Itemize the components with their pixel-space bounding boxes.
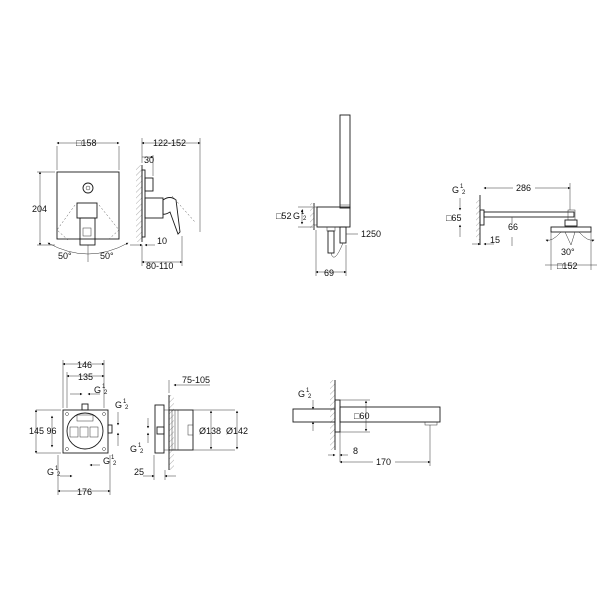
dim-d142: Ø142	[226, 426, 248, 436]
dim-69: 69	[324, 268, 334, 278]
svg-text:2: 2	[57, 472, 61, 478]
rough-in-front-view: 146 135 G 1 2 G 1 2 145 96 G 1 2 G 1 2 1…	[29, 360, 129, 497]
dim-65: □65	[446, 213, 461, 223]
svg-text:1: 1	[306, 388, 310, 394]
dim-range: 80-110	[146, 261, 173, 271]
dim-170: 170	[376, 457, 391, 467]
dim-head: □152	[557, 261, 577, 271]
dim-angle: 30°	[561, 247, 575, 257]
dim-25: 25	[134, 467, 144, 477]
dim-heights: 145 96	[29, 426, 57, 436]
dim-135: 135	[78, 372, 93, 382]
svg-text:1: 1	[138, 443, 142, 449]
svg-text:2: 2	[308, 394, 312, 400]
dim-total: 122-152	[153, 138, 186, 148]
thread-top: G	[94, 385, 101, 395]
svg-text:1: 1	[301, 210, 305, 216]
dim-30: 30	[144, 155, 154, 165]
svg-text:1: 1	[460, 184, 464, 190]
dim-176: 176	[77, 487, 92, 497]
thread-bottom-left: G	[47, 467, 54, 477]
svg-text:1: 1	[111, 455, 115, 461]
thread-right: G	[115, 400, 122, 410]
mixer-side-view: 122-152 30 10 80-110	[130, 138, 201, 271]
thread-bottom-right: G	[103, 456, 110, 466]
dim-length: 286	[516, 183, 531, 193]
dim-15: 15	[490, 235, 500, 245]
thread-label: G	[293, 211, 300, 221]
dim-10: 10	[157, 236, 167, 246]
dim-8: 8	[353, 446, 358, 456]
dim-66: 66	[508, 222, 518, 232]
mixer-front-view: □158 204 50° 50°	[32, 138, 129, 262]
svg-text:2: 2	[303, 216, 307, 222]
dim-depth: 75-105	[182, 375, 210, 385]
svg-text:1: 1	[123, 399, 127, 405]
svg-text:2: 2	[140, 449, 144, 455]
dim-angle-left: 50°	[58, 251, 72, 261]
dim-52: □52	[276, 211, 291, 221]
svg-text:1: 1	[102, 384, 106, 390]
hand-shower-view: □52 G 1 2 1250 69	[276, 114, 381, 278]
svg-text:2: 2	[462, 190, 466, 196]
dim-d138: Ø138	[199, 426, 221, 436]
dim-width: □158	[76, 138, 96, 148]
dim-146: 146	[77, 360, 92, 370]
dim-hose: 1250	[361, 229, 381, 239]
svg-text:1: 1	[55, 466, 59, 472]
svg-text:2: 2	[125, 405, 129, 411]
dim-60: □60	[354, 411, 369, 421]
dim-height: 204	[32, 204, 47, 214]
rough-in-side-view: 75-105 Ø138 Ø142 G 1 2 25	[130, 375, 248, 480]
thread-side: G	[130, 444, 137, 454]
svg-text:2: 2	[104, 390, 108, 396]
dim-angle-right: 50°	[100, 251, 114, 261]
shower-arm-view: G 1 2 □65 286 66 15 30° □152	[446, 182, 597, 271]
thread-label: G	[298, 389, 305, 399]
spout-view: G 1 2 □60 8 170	[292, 380, 441, 467]
svg-text:2: 2	[113, 461, 117, 467]
thread-label: G	[452, 185, 459, 195]
